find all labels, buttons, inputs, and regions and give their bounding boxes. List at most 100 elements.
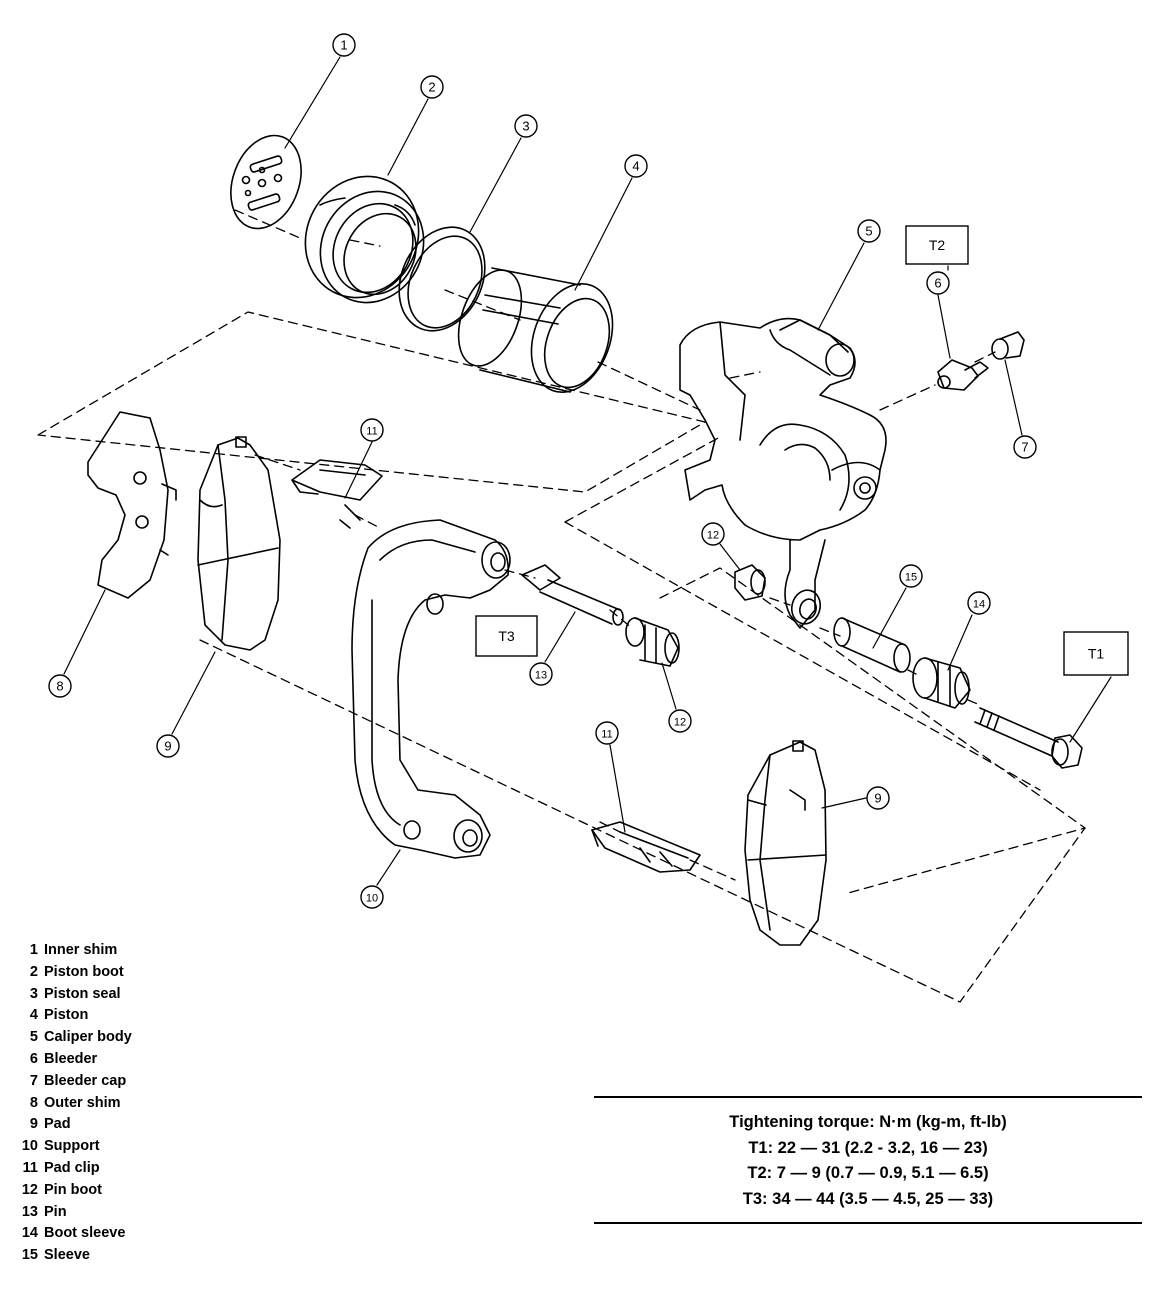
callout-3: 3 <box>514 114 538 138</box>
callout-circle <box>156 734 180 758</box>
callout-number: 13 <box>535 670 547 682</box>
callout-circle <box>899 564 923 588</box>
callout-circle <box>857 219 881 243</box>
table-bottom-rule <box>594 1222 1142 1224</box>
callout-2: 2 <box>420 75 444 99</box>
callout-number: 1 <box>340 38 347 53</box>
torque-box-t3: T3 <box>475 615 538 657</box>
callout-number: 8 <box>56 679 63 694</box>
callout-number: 15 <box>905 572 917 584</box>
callout-number: 7 <box>1021 440 1028 455</box>
piston-boot-part <box>304 175 425 304</box>
legend-item: 12 Pin boot <box>16 1180 236 1202</box>
legend-number: 13 <box>21 1203 38 1220</box>
legend-number: 14 <box>21 1225 38 1242</box>
callout-circle <box>668 709 692 733</box>
legend-label: Outer shim <box>44 1094 121 1111</box>
torque-key: T2: <box>747 1164 773 1182</box>
pad-right-part <box>744 740 827 946</box>
torque-box-frame <box>1063 631 1129 676</box>
legend-item: 8 Outer shim <box>16 1093 236 1115</box>
legend-number: 8 <box>29 1094 38 1111</box>
callout-15: 15 <box>899 564 923 588</box>
torque-heading: Tightening torque: N·m (kg-m, ft-lb) <box>729 1113 1007 1131</box>
callout-number: 3 <box>522 119 529 134</box>
torque-row-t1: T1: 22 — 31 (2.2 - 3.2, 16 — 23) <box>594 1136 1142 1162</box>
callout-number: 6 <box>934 276 941 291</box>
outer-shim-part <box>87 411 177 599</box>
callout-circle <box>701 522 725 546</box>
table-top-rule <box>594 1096 1142 1098</box>
legend-label: Bleeder <box>44 1050 98 1067</box>
torque-box-label: T2 <box>929 237 946 253</box>
piston-seal-part <box>398 226 486 332</box>
legend-item: 1 Inner shim <box>16 940 236 962</box>
callout-number: 2 <box>428 80 435 95</box>
caliper-body-part <box>679 317 887 629</box>
callout-circle <box>1013 435 1037 459</box>
torque-row-t2: T2: 7 — 9 (0.7 — 0.9, 5.1 — 6.5) <box>594 1161 1142 1187</box>
legend-label: Inner shim <box>44 942 118 958</box>
legend-number: 9 <box>29 1116 38 1133</box>
callout-circle <box>967 591 991 615</box>
legend-item: 7 Bleeder cap <box>16 1071 236 1093</box>
legend-number: 11 <box>22 1159 38 1176</box>
bleeder-part <box>937 359 989 391</box>
callout-number: 11 <box>601 729 612 741</box>
legend-label: Sleeve <box>44 1247 90 1264</box>
torque-value: 34 — 44 (3.5 — 4.5, 25 — 33) <box>772 1189 994 1208</box>
torque-box-label: T1 <box>1088 646 1105 662</box>
callout-circle <box>48 674 72 698</box>
legend-label: Bleeder cap <box>44 1072 127 1089</box>
torque-value: 7 — 9 (0.7 — 0.9, 5.1 — 6.5) <box>776 1164 989 1182</box>
callout-number: 12 <box>674 717 686 729</box>
bleeder-cap-part <box>991 331 1025 360</box>
legend-number: 1 <box>29 942 38 958</box>
callout-12: 12 <box>701 522 725 546</box>
legend-item: 11 Pad clip <box>16 1158 236 1180</box>
callout-circle <box>595 721 619 745</box>
callout-14: 14 <box>967 591 991 615</box>
legend-label: Piston seal <box>44 985 121 1002</box>
callout-circle <box>420 75 444 99</box>
callout-number: 9 <box>874 791 881 806</box>
torque-box-label: T3 <box>498 628 515 644</box>
inner-shim-part <box>230 134 302 230</box>
callout-circle <box>926 271 950 295</box>
callout-11: 11 <box>595 721 619 745</box>
pin-boot-lower-part <box>625 617 680 667</box>
leader-lines <box>63 56 1112 886</box>
legend-number: 10 <box>21 1138 38 1155</box>
torque-table: Tightening torque: N·m (kg-m, ft-lb) T1:… <box>594 1096 1142 1224</box>
callout-13: 13 <box>529 662 553 686</box>
callout-circle <box>332 33 356 57</box>
callout-8: 8 <box>48 674 72 698</box>
callout-6: 6 <box>926 271 950 295</box>
boot-sleeve-part <box>912 657 971 709</box>
torque-box-frame <box>905 225 969 265</box>
callout-11: 11 <box>360 418 384 442</box>
legend-number: 7 <box>29 1072 38 1089</box>
callout-10: 10 <box>360 885 384 909</box>
callout-number: 11 <box>366 426 377 438</box>
legend-label: Pin boot <box>44 1181 102 1198</box>
legend-item: 15 Sleeve <box>16 1245 236 1267</box>
piston-part <box>457 267 614 394</box>
legend-number: 15 <box>21 1247 38 1264</box>
pin-part <box>521 564 624 626</box>
legend-label: Caliper body <box>44 1029 132 1046</box>
legend-number: 2 <box>29 963 38 980</box>
callout-circle <box>514 114 538 138</box>
pad-left-part <box>197 436 281 651</box>
pad-clip-upper-part <box>291 459 383 529</box>
legend-label: Pad clip <box>44 1159 100 1176</box>
callout-number: 10 <box>366 893 378 905</box>
legend-number: 12 <box>21 1181 38 1198</box>
